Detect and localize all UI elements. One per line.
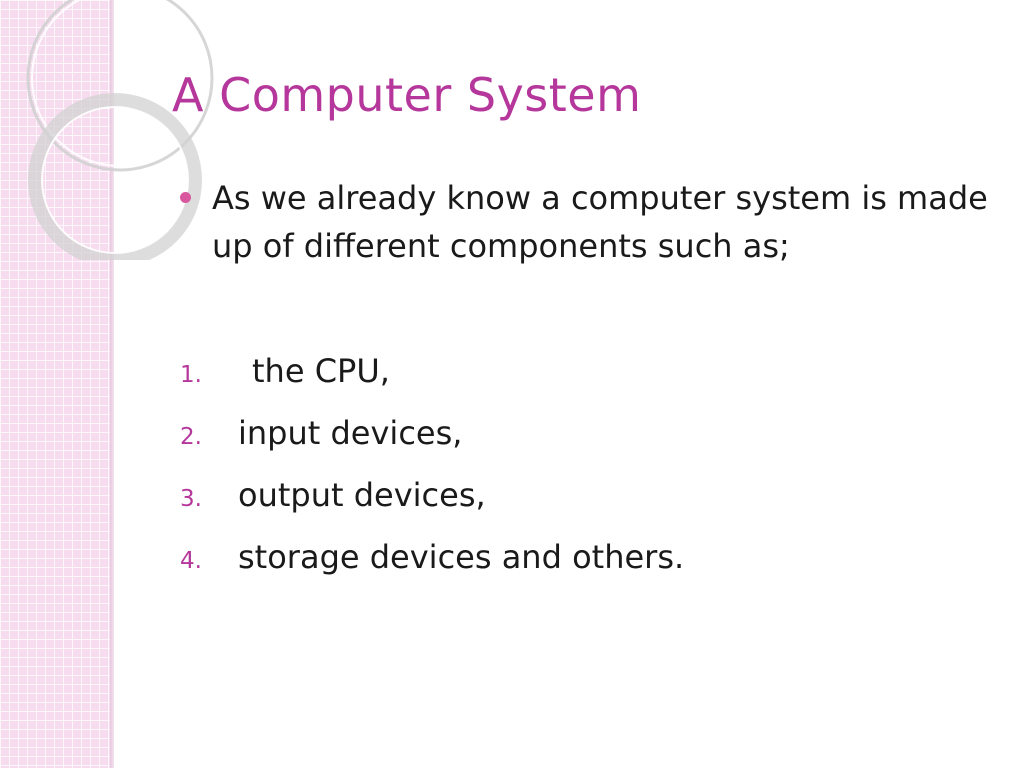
list-item-text: input devices, [238, 414, 463, 452]
list-item: 1. the CPU, [180, 352, 1000, 414]
list-number: 4. [180, 548, 202, 574]
bullet-item: As we already know a computer system is … [180, 174, 1000, 270]
list-item: 3. output devices, [180, 476, 1000, 538]
bullet-text: As we already know a computer system is … [212, 179, 988, 265]
list-item-text: output devices, [238, 476, 486, 514]
decorative-rings-icon [26, 0, 214, 260]
list-item-text: the CPU, [252, 352, 390, 390]
slide-title: A Computer System [172, 68, 642, 122]
bullet-dot-icon [180, 192, 191, 203]
list-item-text: storage devices and others. [238, 538, 685, 576]
list-item: 2. input devices, [180, 414, 1000, 476]
list-number: 1. [180, 362, 202, 388]
numbered-list: 1. the CPU, 2. input devices, 3. output … [180, 352, 1000, 600]
list-item: 4. storage devices and others. [180, 538, 1000, 600]
list-number: 3. [180, 486, 202, 512]
list-number: 2. [180, 424, 202, 450]
side-band-edge [110, 0, 114, 768]
